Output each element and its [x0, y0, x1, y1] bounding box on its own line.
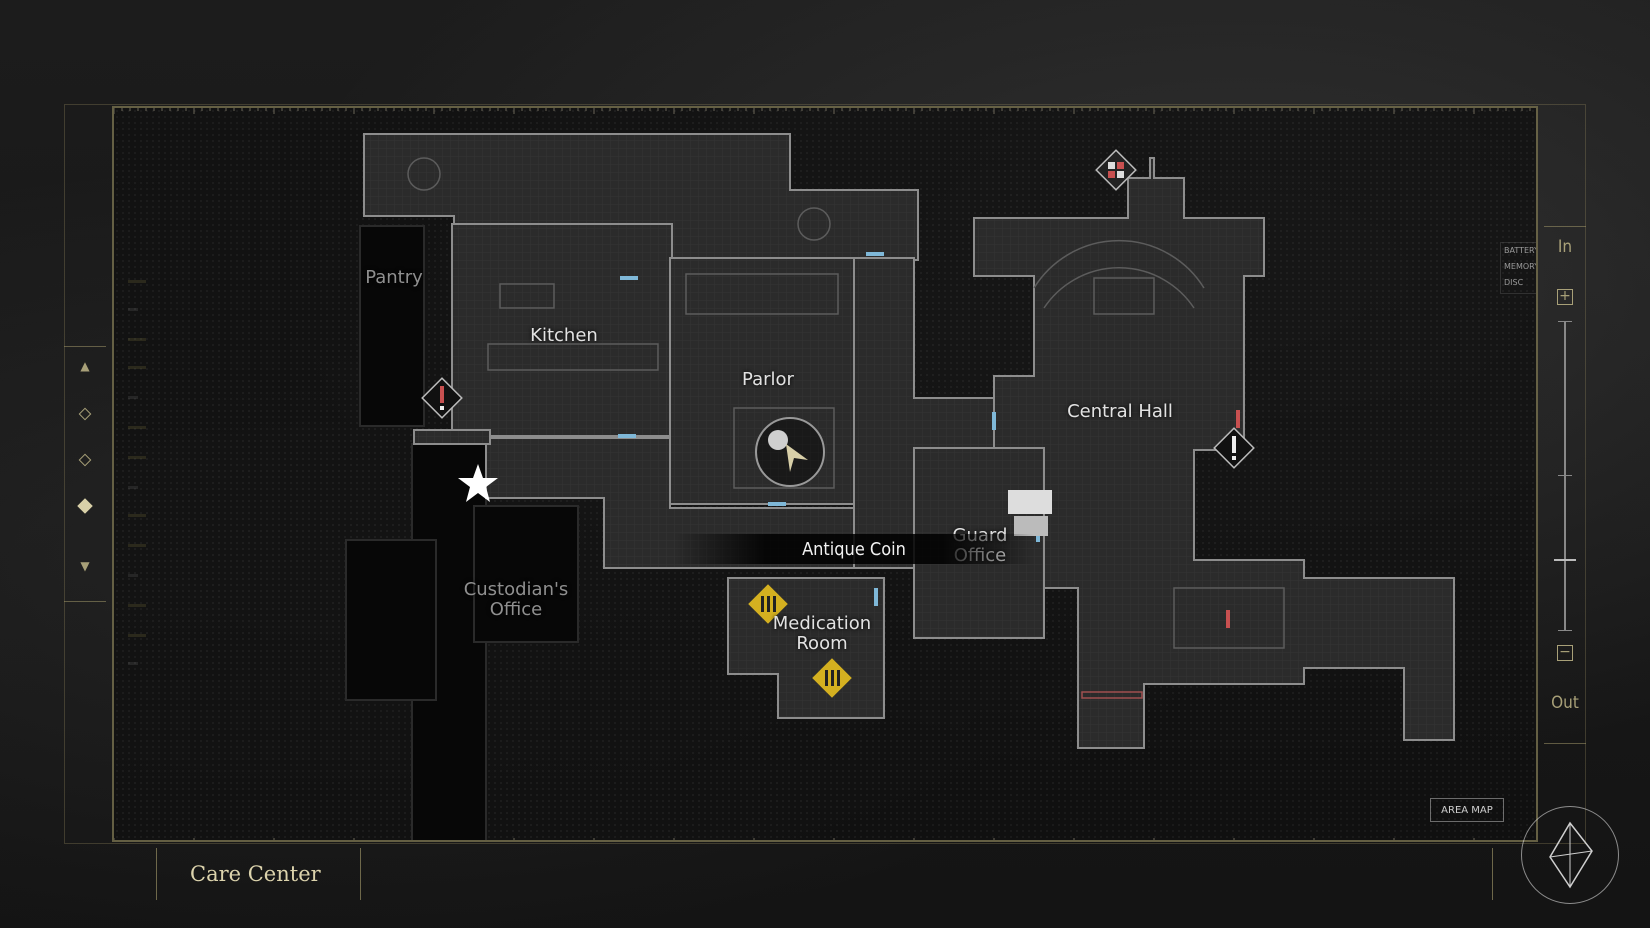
- floor-3-button[interactable]: [64, 395, 106, 433]
- hazard-icon[interactable]: [810, 656, 854, 700]
- top-ruler: [114, 108, 1531, 114]
- bottom-ruler: [114, 838, 1475, 840]
- floor-2-button[interactable]: [64, 441, 106, 479]
- explored-rooms: [363, 133, 1455, 749]
- zoom-out-button[interactable]: Out: [1551, 693, 1579, 713]
- status-panel: BATTERY MEMORY DISC: [1500, 242, 1538, 294]
- item-name: Antique Coin: [802, 538, 906, 560]
- zoom-notch: [1558, 321, 1572, 322]
- zoom-notch: [1558, 475, 1572, 476]
- zoom-in-button[interactable]: In: [1557, 237, 1573, 257]
- floor-down-icon: ▼: [80, 559, 90, 573]
- player-arrow-icon: [755, 417, 825, 487]
- zoom-notch: [1558, 630, 1572, 631]
- room-label-custodians-office: Custodian's Office: [463, 579, 569, 620]
- zoom-plus-icon[interactable]: +: [1557, 289, 1573, 305]
- floor-up-button[interactable]: ▲: [64, 347, 106, 385]
- zoom-handle[interactable]: [1554, 559, 1576, 561]
- memory-label: MEMORY: [1504, 262, 1538, 271]
- area-map-label: AREA MAP: [1441, 804, 1493, 816]
- compass-icon: [1521, 806, 1619, 904]
- locked-doors: [1226, 410, 1240, 628]
- map-frame: [64, 104, 1586, 844]
- divider: [360, 848, 361, 900]
- save-room-icon[interactable]: [1094, 148, 1138, 192]
- floor-1-button[interactable]: [64, 487, 106, 525]
- room-label-medication-room: Medication Room: [772, 613, 872, 654]
- floor-up-icon: ▲: [80, 359, 90, 373]
- floor-diamond-icon: [78, 407, 92, 421]
- map-canvas: [114, 108, 1531, 840]
- room-label-central-hall: Central Hall: [1067, 401, 1173, 422]
- warning-icon[interactable]: [420, 376, 464, 420]
- floor-diamond-icon: [78, 453, 92, 467]
- zoom-minus-icon[interactable]: −: [1557, 645, 1573, 661]
- divider: [156, 848, 157, 900]
- floor-selector: ▲ ▼: [64, 346, 106, 602]
- zoom-slider[interactable]: [1554, 321, 1576, 631]
- memory-status: MEMORY: [1501, 259, 1538, 275]
- furniture: [407, 157, 1285, 699]
- zoom-panel: In + − Out: [1544, 226, 1586, 744]
- divider: [1492, 848, 1493, 900]
- star-icon[interactable]: [456, 462, 500, 506]
- disc-status: DISC: [1501, 275, 1536, 291]
- item-tooltip: Antique Coin: [674, 534, 1034, 564]
- map-panel[interactable]: Pantry Kitchen Parlor Central Hall Guard…: [112, 106, 1538, 842]
- current-floor-diamond-icon: [77, 498, 93, 514]
- battery-status: BATTERY: [1501, 243, 1538, 259]
- room-label-pantry: Pantry: [365, 267, 423, 288]
- area-map-button[interactable]: AREA MAP: [1430, 798, 1504, 822]
- battery-label: BATTERY: [1504, 246, 1538, 255]
- room-label-parlor: Parlor: [742, 369, 794, 390]
- unexplored-area: [345, 225, 579, 840]
- room-label-kitchen: Kitchen: [530, 325, 598, 346]
- typewriter-icon[interactable]: [1004, 486, 1060, 542]
- warning-icon[interactable]: [1212, 426, 1256, 470]
- compass-needle-icon: [1549, 821, 1593, 889]
- disc-label: DISC: [1504, 278, 1524, 287]
- floor-down-button[interactable]: ▼: [64, 547, 106, 585]
- location-title: Care Center: [190, 862, 321, 886]
- hazard-icon[interactable]: [746, 582, 790, 626]
